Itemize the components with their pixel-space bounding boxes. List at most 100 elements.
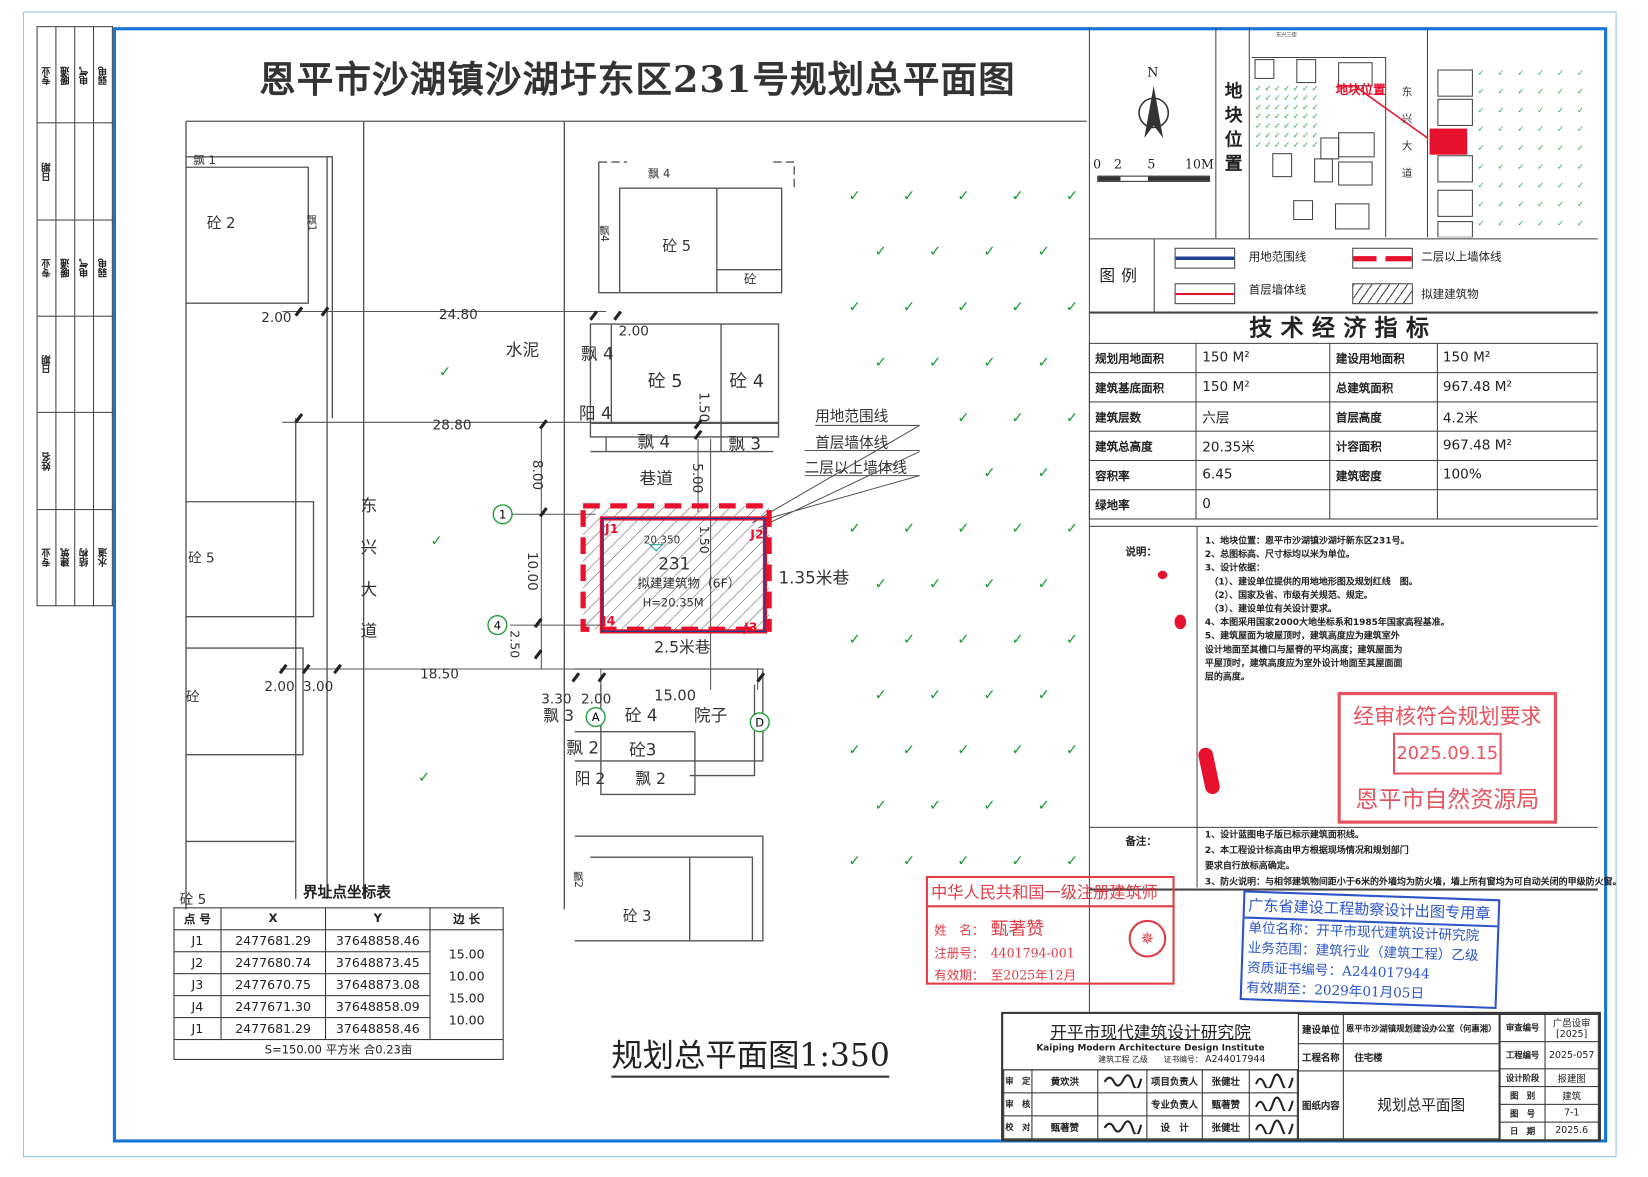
grass-icon: ✓: [1264, 92, 1271, 102]
grass-icon: ✓: [418, 769, 430, 786]
grass-icon: ✓: [1557, 124, 1564, 134]
tech-value: [1436, 489, 1598, 520]
note-line: 5、建筑屋面为坡屋顶时，建筑高度应为建筑室外: [1204, 631, 1400, 642]
tech-label: 绿地率: [1088, 489, 1198, 520]
column-header: X: [220, 907, 326, 930]
coord-y: 37648858.09: [324, 994, 431, 1018]
grass-icon: ✓: [1478, 105, 1485, 115]
role-label: 项目负责人: [1146, 1069, 1203, 1094]
plan-label: 砼 5: [663, 238, 692, 255]
plan-label: 东兴大道: [358, 496, 378, 664]
cert-number: A244017944: [1205, 1054, 1266, 1066]
grass-icon: ✓: [1517, 86, 1524, 96]
meta-row: 审查编号广邑设审 [2025]: [1499, 1013, 1599, 1043]
plan-label: 1.35米巷: [779, 567, 850, 587]
meta-label: 图 号: [1499, 1103, 1546, 1123]
panel-divider: [1248, 27, 1250, 239]
grass-icon: ✓: [1264, 111, 1271, 121]
plan-label: 231: [658, 554, 690, 574]
meta-value: 广邑设审 [2025]: [1544, 1013, 1599, 1043]
tech-value: 967.48 M²: [1436, 372, 1598, 403]
plan-label: 飘4: [598, 225, 610, 242]
plan-label: 飘 3: [543, 706, 574, 725]
plan-label: 飘 2: [635, 769, 666, 788]
site-boundary-line: [601, 517, 766, 633]
grass-icon: ✓: [431, 533, 443, 550]
grass-icon: ✓: [1293, 130, 1300, 140]
building-outline: [598, 162, 783, 294]
tech-label: 建筑密度: [1329, 459, 1438, 491]
axis-bubble: [585, 706, 606, 728]
grass-icon: ✓: [1517, 218, 1524, 228]
grass-icon: ✓: [1497, 105, 1504, 115]
coord-x: 2477681.29: [220, 928, 326, 952]
ink-mark: [1174, 614, 1187, 630]
grass-icon: ✓: [957, 742, 969, 759]
tech-value: 4.2米: [1436, 401, 1598, 432]
grass-icon: ✓: [1012, 853, 1024, 870]
grass-icon: ✓: [1264, 102, 1271, 112]
label: 建设单位: [1297, 1013, 1344, 1045]
leader-line: [804, 424, 920, 477]
sign-row: 校 对甄著赞设 计张健壮: [1003, 1115, 1298, 1140]
plan-label: 砼: [744, 271, 757, 286]
grass-icon: ✓: [929, 797, 941, 814]
grass-icon: ✓: [1274, 92, 1281, 102]
plan-label: 28.80: [433, 418, 472, 434]
legend-label: 二层以上墙体线: [1421, 249, 1502, 264]
role-label: 专业负责人: [1146, 1092, 1203, 1117]
grass-icon: ✓: [1537, 143, 1544, 153]
tech-value: 6.45: [1195, 459, 1331, 491]
grass-icon: ✓: [1517, 180, 1524, 190]
plan-label: 砼 2: [207, 215, 236, 232]
label: 工程名称: [1297, 1043, 1344, 1072]
legend-label: 拟建建筑物: [1421, 287, 1479, 302]
architect-valid: 至2025年12月: [990, 967, 1077, 983]
grass-icon: ✓: [1283, 92, 1290, 102]
tech-label: 建筑层数: [1088, 401, 1198, 432]
tech-label: 建设用地面积: [1329, 342, 1438, 374]
grass-icon: ✓: [1293, 121, 1300, 131]
grass-icon: ✓: [1577, 161, 1584, 171]
remarks-list: 1、设计蓝图电子版已标示建筑面积线。2、本工程设计标高由甲方根据现场情况和规划部…: [1205, 828, 1622, 891]
legend-label: 用地范围线: [1248, 249, 1307, 264]
grass-icon: ✓: [929, 576, 941, 593]
plan-label: 砼: [186, 689, 200, 705]
tech-label: [1329, 489, 1438, 520]
plan-label: 飘2: [572, 871, 584, 888]
plan-label: 飘 2: [566, 738, 599, 758]
plan-label: 阳 4: [579, 403, 612, 423]
sign-row: 审 定黄欢洪项目负责人张健壮: [1003, 1069, 1298, 1094]
architect-stamp-title: 中华人民共和国一级注册建筑师: [927, 878, 1173, 908]
grass-icon: ✓: [1283, 130, 1290, 140]
notes-heading: 说明：: [1125, 546, 1157, 559]
plan-label: 院子: [694, 705, 727, 725]
note-line: 1、地块位置：恩平市沙湖镇沙湖圩新东区231号。: [1204, 536, 1410, 547]
architect-name: 甄著赞: [990, 918, 1044, 940]
axis-bubble-label: D: [755, 715, 764, 729]
grass-icon: ✓: [1012, 520, 1024, 537]
grass-icon: ✓: [1577, 124, 1584, 134]
site-boundary-line-swatch: [1174, 247, 1236, 269]
balcony-outline: [598, 161, 795, 189]
upper-wall-line-swatch: [1352, 247, 1413, 269]
meta-label: 工程编号: [1499, 1041, 1546, 1070]
legend: 图例 用地范围线 二层以上墙体线 首层墙体线 拟建建筑物: [1088, 238, 1598, 313]
plan-label: 飘 4: [648, 167, 670, 181]
approval-stamp-org: 恩平市自然资源局: [1355, 787, 1540, 814]
grass-icon: ✓: [957, 298, 969, 315]
grass-icon: ✓: [1478, 180, 1485, 190]
approval-stamp-text: 经审核符合规划要求: [1353, 703, 1542, 729]
plan-label: 二层以上墙体线: [805, 459, 908, 476]
tech-value: 20.35米: [1195, 430, 1331, 461]
notes-list: 1、地块位置：恩平市沙湖镇沙湖圩新东区231号。2、总图标高、尺寸标均以米为单位…: [1205, 535, 1450, 684]
remark-line: 要求自行放标高确定。: [1204, 861, 1295, 872]
grass-icon: ✓: [1293, 92, 1300, 102]
